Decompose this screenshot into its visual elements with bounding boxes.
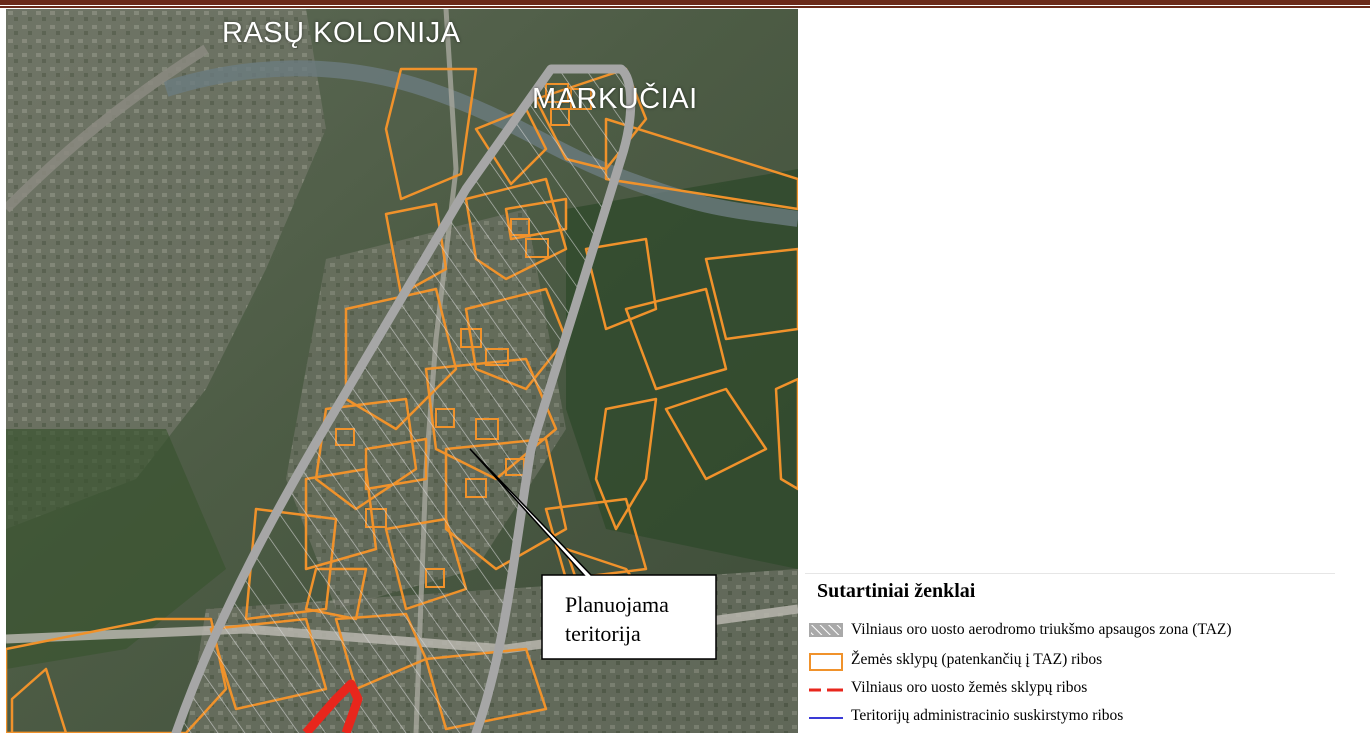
place-label-markuciai: MARKUČIAI <box>532 83 698 115</box>
place-label-rasu-kolonija: RASŲ KOLONIJA <box>222 17 461 49</box>
map-view[interactable]: RASŲ KOLONIJA MARKUČIAI <box>6 9 798 733</box>
hatched-zone-icon <box>809 623 843 637</box>
railway <box>6 44 209 213</box>
map-canvas[interactable] <box>6 9 798 733</box>
taz-noise-zone-boundary <box>171 64 636 733</box>
legend-item-plots: Žemės sklypų (patenkančių į TAZ) ribos <box>805 649 1335 673</box>
planned-territory-callout: Planuojama teritorija <box>543 576 717 656</box>
legend-label-airport: Vilniaus oro uosto žemės sklypų ribos <box>851 679 1088 696</box>
solid-line-icon <box>809 717 843 719</box>
page-top-border <box>0 0 1370 9</box>
legend-divider <box>805 573 1335 574</box>
legend-title: Sutartiniai ženklai <box>817 580 976 602</box>
dashed-line-icon <box>809 688 843 692</box>
legend-item-taz: Vilniaus oro uosto aerodromo triukšmo ap… <box>805 619 1335 643</box>
taz-noise-zone-fill <box>176 69 631 733</box>
forest-south-west <box>6 429 226 669</box>
legend-label-admin: Teritorijų administracinio suskirstymo r… <box>851 707 1124 724</box>
forest-east <box>566 169 798 569</box>
parcel-outline-icon <box>809 653 843 671</box>
callout-line-2: teritorija <box>565 621 641 646</box>
airport-land-parcel-boundary <box>302 679 363 733</box>
legend-item-admin: Teritorijų administracinio suskirstymo r… <box>805 705 1335 729</box>
legend-item-airport: Vilniaus oro uosto žemės sklypų ribos <box>805 677 1335 701</box>
legend-label-taz: Vilniaus oro uosto aerodromo triukšmo ap… <box>851 621 1232 638</box>
legend-label-plots: Žemės sklypų (patenkančių į TAZ) ribos <box>851 651 1103 668</box>
map-legend: Sutartiniai ženklai Vilniaus oro uosto a… <box>805 573 1335 733</box>
planned-territory-callout-bubble <box>469 448 717 660</box>
callout-line-1: Planuojama <box>565 592 669 617</box>
